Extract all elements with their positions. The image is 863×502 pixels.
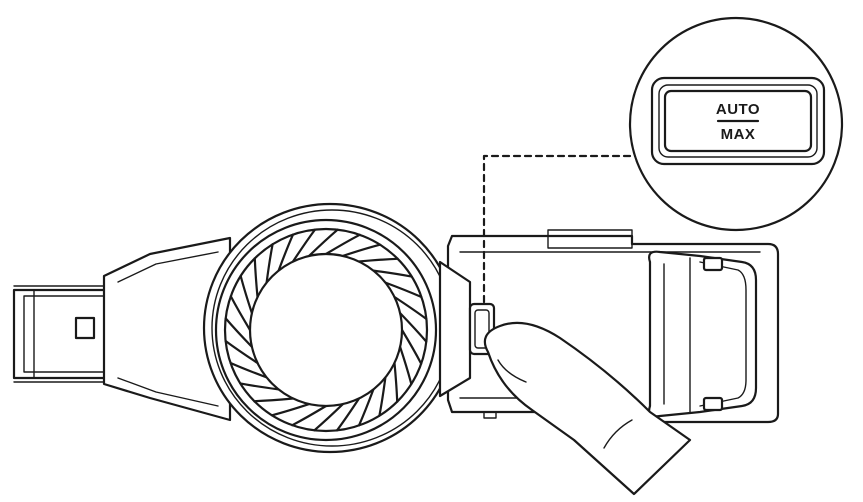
fan-blade bbox=[357, 388, 375, 427]
fan-blade bbox=[399, 312, 428, 343]
button-label-auto: AUTO bbox=[716, 101, 760, 118]
finger bbox=[483, 321, 692, 496]
fan-blade bbox=[253, 397, 295, 403]
fan-blade bbox=[291, 228, 317, 263]
callout-leader-line bbox=[482, 154, 644, 304]
fan-blade bbox=[253, 257, 259, 299]
connector-plug bbox=[12, 285, 112, 383]
fan-blade bbox=[313, 403, 344, 432]
fan-blade bbox=[229, 295, 252, 332]
fan-housing bbox=[202, 202, 472, 454]
fan-blade bbox=[400, 328, 423, 365]
fan-blade bbox=[357, 257, 399, 263]
fan-blade bbox=[224, 339, 259, 365]
callout-button: AUTO MAX bbox=[650, 76, 826, 166]
button-label-max: MAX bbox=[721, 126, 756, 143]
indicator-light bbox=[483, 411, 497, 419]
fan-blade bbox=[291, 404, 328, 427]
fan-blade bbox=[239, 382, 280, 391]
fan-blade bbox=[265, 243, 274, 284]
fan-blade bbox=[270, 403, 311, 417]
fan-blade bbox=[372, 269, 413, 278]
housing-neck bbox=[102, 236, 232, 422]
fan-blade bbox=[335, 397, 361, 432]
fan-blade bbox=[378, 376, 387, 417]
fan-blade bbox=[324, 233, 361, 256]
fan-blade bbox=[277, 233, 295, 272]
fan-hub bbox=[248, 252, 404, 408]
fan-blade bbox=[229, 361, 268, 379]
fan-blade bbox=[399, 345, 413, 386]
fan-blade bbox=[341, 243, 382, 257]
fan-blades bbox=[224, 228, 428, 432]
fan-blade bbox=[308, 228, 339, 257]
fan-blade bbox=[239, 274, 253, 315]
fan-blade bbox=[384, 281, 423, 299]
fan-blade bbox=[393, 361, 399, 403]
connector-slot bbox=[74, 316, 96, 340]
fan-blade bbox=[224, 317, 253, 348]
callout-magnifier: AUTO MAX bbox=[628, 16, 844, 232]
fan-blade bbox=[393, 295, 428, 321]
